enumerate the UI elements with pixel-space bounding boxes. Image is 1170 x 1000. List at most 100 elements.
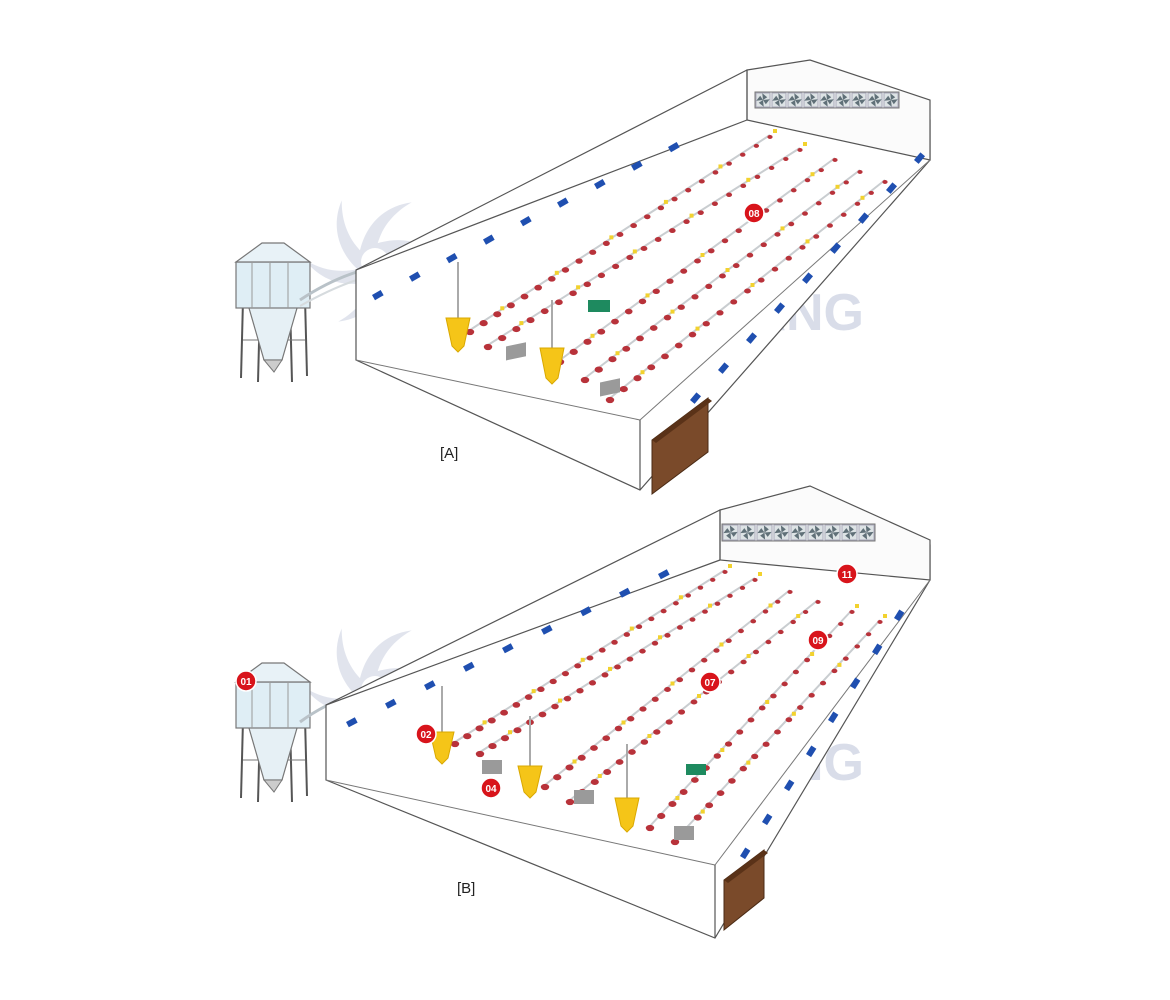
feeder-pan <box>583 338 592 345</box>
exhaust-fan-icon <box>819 92 835 108</box>
feeder-pan <box>693 814 702 821</box>
feeder-pan <box>483 343 493 351</box>
feeder-pan <box>697 585 704 590</box>
feeder-pan <box>740 659 747 665</box>
feeder-pan <box>678 709 686 715</box>
drinker-nipple <box>773 129 777 133</box>
feeder-pan <box>549 678 557 685</box>
feeder-pan <box>574 663 582 669</box>
feeder-pan <box>601 672 609 678</box>
feeder-pan <box>657 205 665 211</box>
window <box>446 253 458 264</box>
callout-number: 11 <box>842 570 853 581</box>
window <box>872 643 883 656</box>
callout-number: 09 <box>812 636 824 647</box>
feeder-pan <box>652 288 660 295</box>
diagram-caption: [B] <box>457 880 475 897</box>
drinker-nipple <box>663 199 668 204</box>
drinker-nipple <box>640 370 645 375</box>
feeder-pan <box>832 158 838 162</box>
exhaust-fan-icon <box>841 524 858 541</box>
feeder-pan <box>768 165 775 170</box>
feeder-pan <box>785 717 793 723</box>
feeder-pan <box>683 219 690 225</box>
feeder-pan <box>770 693 777 699</box>
feeder-pan <box>553 774 562 781</box>
exhaust-fan-icon <box>773 524 790 541</box>
feeder-pan <box>677 304 685 310</box>
window <box>657 569 670 580</box>
feeder-pan <box>627 716 635 722</box>
feeder-drinker-lines <box>450 564 887 846</box>
drinker-nipple <box>658 635 662 640</box>
feeder-pan <box>744 288 751 294</box>
drinker-nipple <box>725 268 730 272</box>
feeder-pan <box>753 143 760 148</box>
window <box>631 160 643 171</box>
drinker-nipple <box>632 249 637 254</box>
feed-hopper <box>429 686 455 765</box>
exhaust-fan-icon <box>739 524 756 541</box>
feeder-pan <box>597 328 606 335</box>
drinker-nipple <box>700 253 705 257</box>
window <box>384 698 397 709</box>
feeder-pan <box>665 719 673 725</box>
feeder-pan <box>705 802 714 809</box>
feeder-pan <box>797 705 804 710</box>
feeder-pan <box>638 298 647 305</box>
drinker-nipple <box>835 184 840 189</box>
feeder-pan <box>611 318 619 325</box>
drinker-nipple <box>810 172 815 177</box>
callout-marker: 08 <box>743 202 765 224</box>
feeder-pan <box>594 366 603 373</box>
feeder-pan <box>506 302 515 309</box>
feeder-pan <box>513 727 522 734</box>
feeder-pan <box>728 778 736 784</box>
drinker-nipple <box>796 614 801 618</box>
feeder-pan <box>661 353 669 360</box>
feeder-pan <box>551 703 559 710</box>
feeder-pan <box>730 299 738 305</box>
feeder-pan <box>739 585 746 590</box>
feeder-pan <box>498 334 507 342</box>
feeder-pan <box>719 273 726 279</box>
exhaust-fan-icon <box>755 92 771 108</box>
feeder-pan <box>739 765 747 772</box>
window <box>802 272 814 284</box>
feeder-pan <box>705 283 713 290</box>
feeder-pan <box>754 174 761 179</box>
diagram-caption: [A] <box>440 445 458 462</box>
feeder-pan <box>829 190 836 195</box>
feeder-pan <box>694 258 701 264</box>
window <box>894 609 905 622</box>
feeder-pan <box>710 577 716 582</box>
window <box>914 152 926 164</box>
feeder-pan <box>849 610 855 614</box>
feeder-pan <box>854 644 860 649</box>
feeder-pan <box>651 696 659 702</box>
feeder-pan <box>738 628 744 634</box>
feeder-pan <box>575 258 583 264</box>
feeder-pan <box>788 221 795 227</box>
feed-motor <box>506 342 526 361</box>
exhaust-fan-icon <box>771 92 787 108</box>
feed-motor <box>600 378 620 397</box>
drinker-nipple <box>719 642 724 647</box>
callout-marker: 07 <box>699 671 721 693</box>
feeder-pan <box>762 741 770 747</box>
callout-marker: 09 <box>807 629 829 651</box>
feeder-pan <box>548 275 556 282</box>
feeder-pan <box>702 320 710 327</box>
feeder-pan <box>500 709 508 716</box>
window <box>346 717 358 728</box>
drinker-nipple <box>558 698 562 703</box>
window <box>519 216 532 227</box>
window <box>762 813 773 826</box>
feeder-pan <box>726 161 732 166</box>
feeder-pan <box>716 310 724 316</box>
drinker-nipple <box>720 748 725 752</box>
feeder-pan <box>775 599 781 604</box>
feeder-pan <box>714 601 721 606</box>
feeder-pan <box>611 639 618 645</box>
feeder-pan <box>630 223 637 229</box>
